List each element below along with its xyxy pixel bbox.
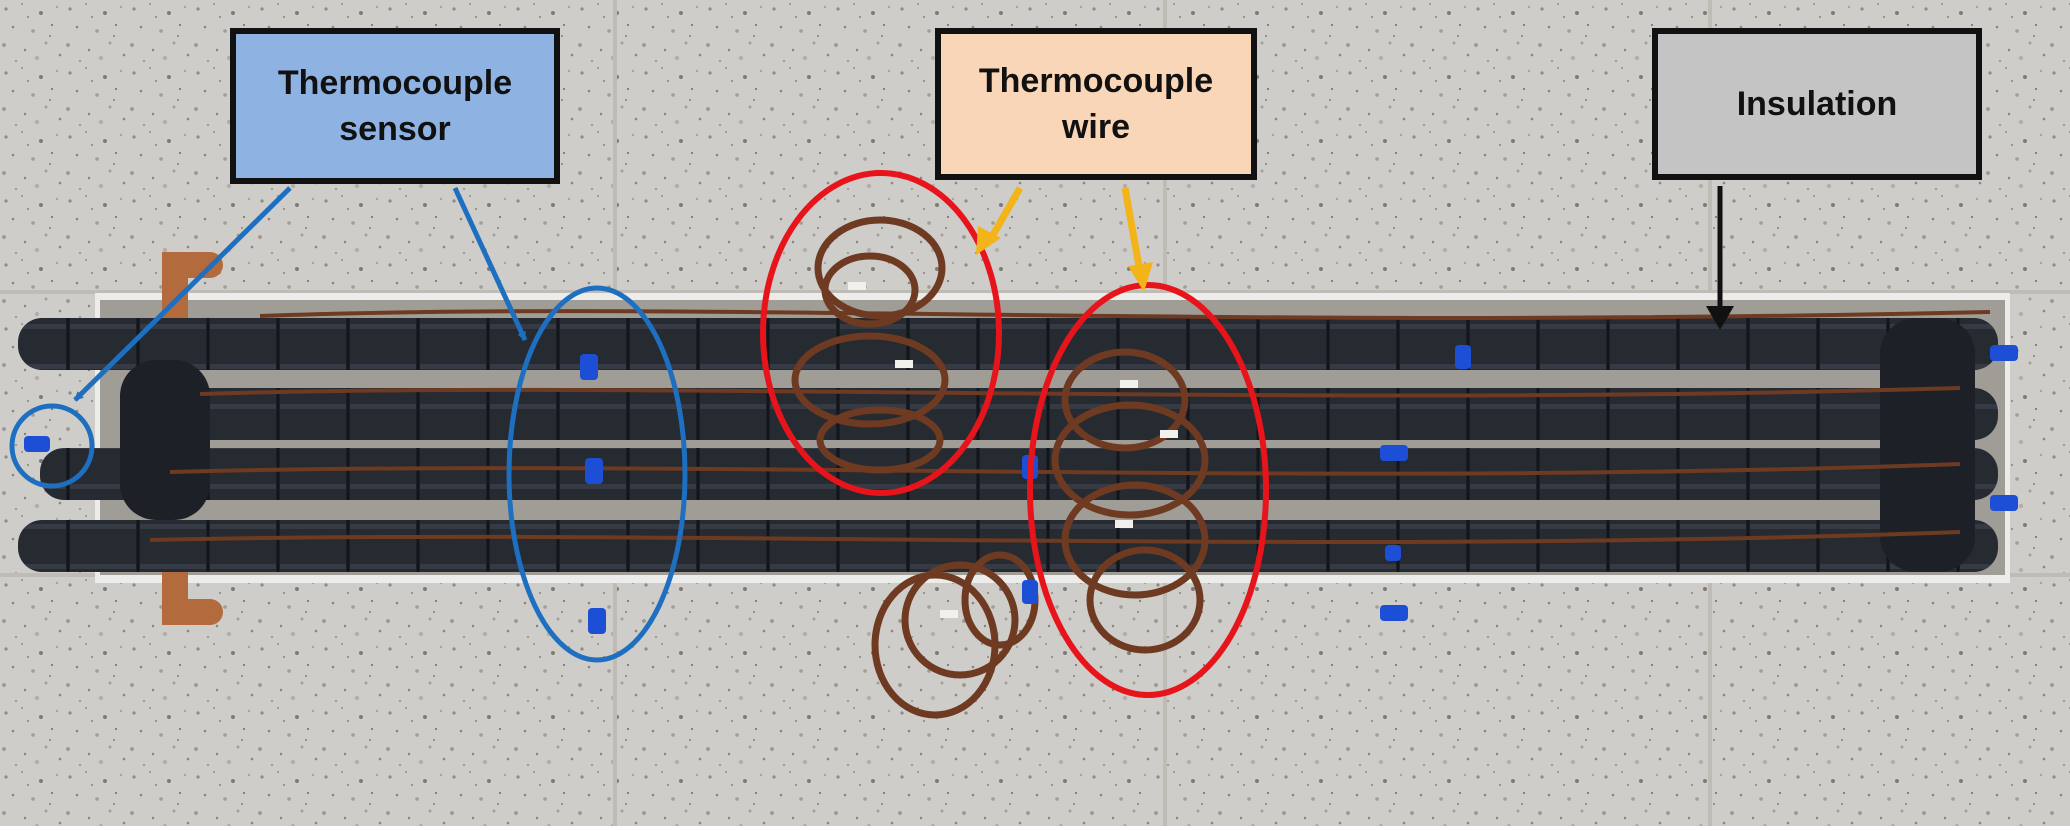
- insulation-label: Insulation: [1652, 28, 1982, 180]
- wire-annotation: [760, 170, 1269, 698]
- run-wires: [149, 309, 1991, 545]
- sensor-arrow-left: [73, 186, 292, 402]
- sensor-arrow-middle: [452, 186, 528, 342]
- thermocouple-sensor-label: Thermocouple sensor: [230, 28, 560, 184]
- wire-coils: [791, 216, 1209, 719]
- wire-arrow-right: [1121, 187, 1144, 273]
- sensor-circle-middle: [506, 285, 688, 663]
- insulation-annotation: [1706, 186, 1734, 330]
- wire-circle-left: [760, 170, 1002, 496]
- sensor-annotation: [9, 186, 688, 663]
- sensor-circle-left: [9, 403, 95, 489]
- wire-circle-right: [1027, 282, 1269, 698]
- thermocouple-wire-label: Thermocouple wire: [935, 28, 1257, 180]
- sensor-caps: [24, 345, 2018, 634]
- wire-tags: [848, 282, 1178, 618]
- wire-arrow-left: [986, 186, 1024, 242]
